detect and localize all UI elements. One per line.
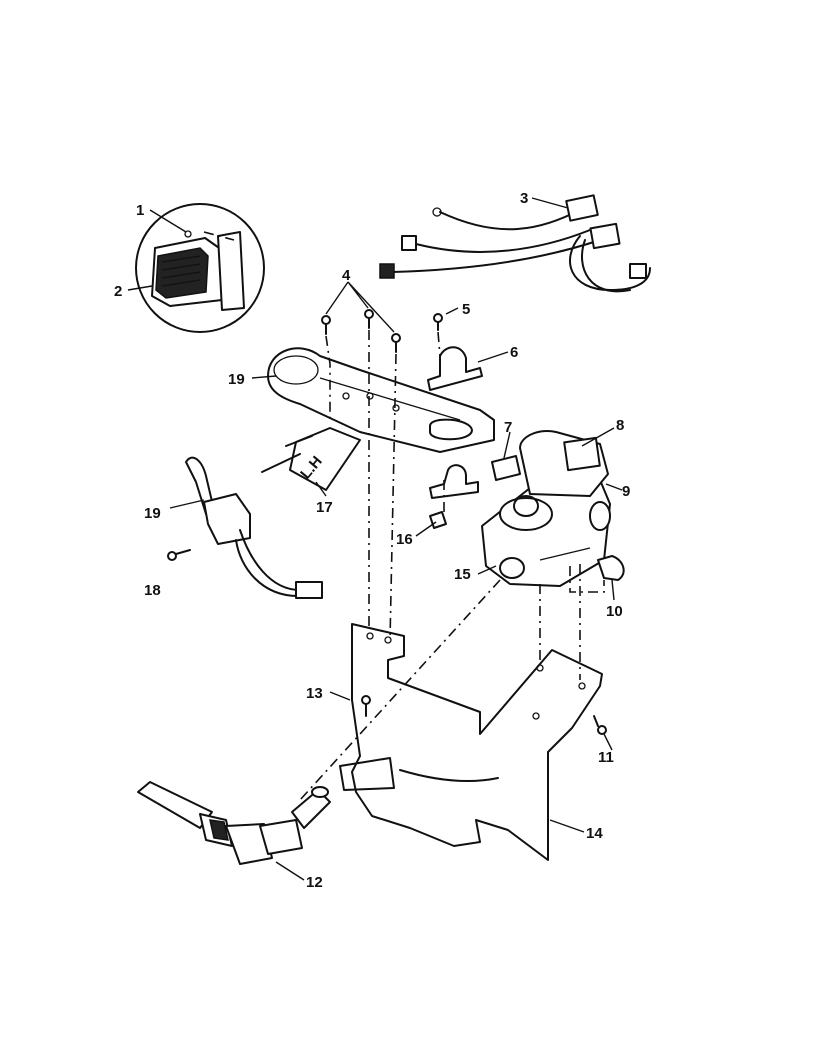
callout-19-igniter: 19	[144, 505, 161, 522]
callout-2: 2	[114, 283, 122, 300]
callout-19-bracket: 19	[228, 371, 245, 388]
lh-bracket: L.H	[261, 427, 361, 491]
igniter	[185, 456, 323, 599]
callout-18: 18	[144, 582, 161, 599]
wire-harness	[379, 194, 651, 293]
mounting-bracket	[339, 623, 603, 861]
clamp-bottom	[429, 464, 479, 499]
callout-1: 1	[136, 202, 144, 219]
callout-13: 13	[306, 685, 323, 702]
screw-11	[593, 715, 607, 735]
callout-17: 17	[316, 499, 333, 516]
callout-7: 7	[504, 419, 512, 436]
inset-detail	[135, 203, 265, 333]
gas-orifice-pipe	[137, 781, 331, 865]
callout-8: 8	[616, 417, 624, 434]
burner-bracket	[267, 347, 495, 453]
callout-3: 3	[520, 190, 528, 207]
callout-11: 11	[598, 749, 614, 766]
assembly-lines	[203, 231, 605, 801]
callout-5: 5	[462, 301, 470, 318]
callout-6: 6	[510, 344, 518, 361]
leader-lines	[127, 197, 623, 881]
screw-18	[167, 549, 191, 561]
gas-valve	[481, 430, 611, 587]
callout-16: 16	[396, 531, 413, 548]
clip-10	[597, 555, 625, 581]
clamp-top	[427, 346, 483, 391]
screw-13	[361, 695, 371, 717]
callout-10: 10	[606, 603, 623, 620]
callout-12: 12	[306, 874, 323, 891]
clip	[429, 511, 447, 529]
callout-9: 9	[622, 483, 630, 500]
callout-15: 15	[454, 566, 471, 583]
callout-4: 4	[342, 267, 351, 284]
callout-14: 14	[586, 825, 603, 842]
screws	[321, 309, 443, 353]
